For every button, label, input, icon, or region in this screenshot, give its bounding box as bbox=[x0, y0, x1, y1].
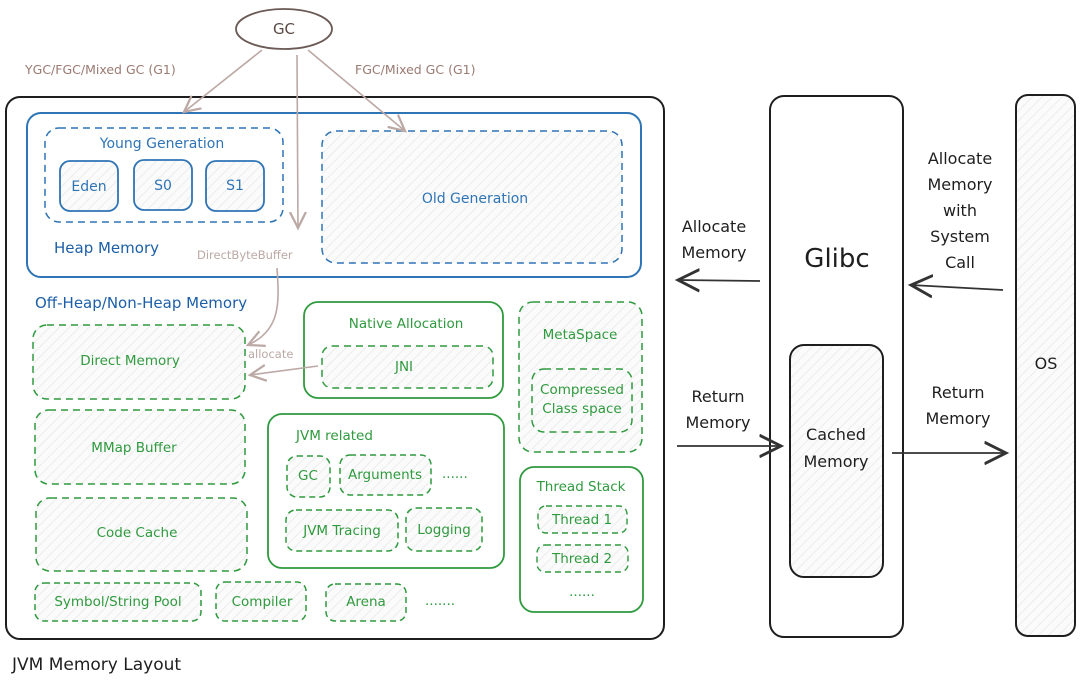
jni-label: JNI bbox=[394, 359, 413, 375]
thread-1-box bbox=[537, 505, 628, 534]
mmap-buffer-label: MMap Buffer bbox=[91, 440, 177, 456]
jvm-related-more: ...... bbox=[442, 466, 468, 482]
os-to-glibc-arrow bbox=[911, 285, 1004, 290]
native-allocation-label: Native Allocation bbox=[349, 316, 464, 332]
glibc-label: Glibc bbox=[804, 244, 869, 274]
jvm-related-label: JVM related bbox=[295, 428, 373, 444]
young-generation-box bbox=[44, 127, 284, 223]
gc-label: GC bbox=[273, 20, 295, 38]
jvm-tracing-box bbox=[285, 509, 399, 552]
jvm-to-glibc-label-1: Return bbox=[691, 387, 744, 406]
allocate-label: allocate bbox=[248, 347, 293, 361]
thread-2-label: Thread 2 bbox=[551, 551, 612, 567]
jni-to-direct-memory-arrow bbox=[250, 366, 319, 375]
class-space-label: Class space bbox=[542, 401, 621, 417]
thread-stack-label: Thread Stack bbox=[536, 479, 626, 495]
gc-right-edge-label: FGC/Mixed GC (G1) bbox=[355, 62, 475, 77]
bottom-row-more: ....... bbox=[425, 593, 455, 609]
arguments-box bbox=[339, 454, 432, 496]
os-box bbox=[1015, 94, 1076, 637]
gc-to-directbytebuffer-arrow bbox=[297, 54, 298, 228]
eden-label: Eden bbox=[71, 179, 106, 195]
arena-label: Arena bbox=[346, 594, 386, 610]
jvm-gc-label: GC bbox=[298, 468, 318, 484]
glibc-to-os-label-1: Return bbox=[931, 383, 984, 402]
compressed-class-space-box bbox=[531, 368, 633, 433]
direct-memory-box bbox=[32, 324, 246, 400]
cached-memory-label: Memory bbox=[803, 452, 868, 471]
old-generation-label: Old Generation bbox=[422, 191, 528, 207]
logging-label: Logging bbox=[417, 522, 471, 538]
compressed-label: Compressed bbox=[540, 382, 624, 398]
arena-box bbox=[325, 583, 407, 622]
jvm-to-glibc-label-2: Memory bbox=[685, 413, 750, 432]
os-to-glibc-label-1: Allocate bbox=[928, 149, 992, 168]
s1-label: S1 bbox=[226, 178, 244, 194]
compiler-label: Compiler bbox=[232, 594, 293, 610]
old-generation-box bbox=[321, 130, 623, 264]
glibc-to-jvm-label-2: Memory bbox=[681, 243, 746, 262]
s0-label: S0 bbox=[154, 178, 172, 194]
off-heap-label: Off-Heap/Non-Heap Memory bbox=[35, 294, 247, 312]
jvm-tracing-label: JVM Tracing bbox=[302, 523, 381, 539]
logging-box bbox=[405, 507, 483, 552]
gc-node bbox=[235, 8, 333, 50]
thread-2-box bbox=[536, 544, 629, 573]
glibc-to-jvm-arrow bbox=[678, 280, 761, 281]
cached-label: Cached bbox=[806, 425, 866, 444]
direct-memory-label: Direct Memory bbox=[80, 353, 180, 369]
gc-to-young-arrow bbox=[184, 49, 263, 112]
symbol-string-pool-label: Symbol/String Pool bbox=[54, 594, 181, 610]
eden-box bbox=[59, 160, 119, 212]
code-cache-box bbox=[35, 497, 248, 572]
os-to-glibc-label-3: with bbox=[943, 201, 977, 220]
os-to-glibc-label-4: System bbox=[930, 227, 990, 246]
arguments-label: Arguments bbox=[348, 467, 422, 483]
directbytebuffer-to-direct-memory-arrow bbox=[248, 267, 279, 345]
heap-memory-label: Heap Memory bbox=[54, 239, 159, 257]
os-to-glibc-label-5: Call bbox=[945, 253, 975, 272]
compiler-box bbox=[215, 581, 307, 622]
s0-box bbox=[133, 159, 193, 211]
gc-left-edge-label: YGC/FGC/Mixed GC (G1) bbox=[24, 62, 176, 77]
mmap-buffer-box bbox=[34, 409, 246, 485]
s1-box bbox=[205, 160, 265, 212]
diagram-title: JVM Memory Layout bbox=[11, 655, 181, 675]
jvm-gc-box bbox=[286, 455, 331, 498]
directbytebuffer-label: DirectByteBuffer bbox=[197, 248, 293, 262]
thread-stack-box bbox=[519, 466, 644, 613]
jni-box bbox=[321, 345, 494, 389]
thread-1-label: Thread 1 bbox=[551, 512, 612, 528]
cached-memory-box bbox=[789, 344, 884, 578]
gc-to-old-arrow bbox=[307, 49, 405, 131]
symbol-string-pool-box bbox=[34, 582, 202, 622]
code-cache-label: Code Cache bbox=[97, 525, 178, 541]
os-label: OS bbox=[1035, 354, 1058, 373]
os-to-glibc-label-2: Memory bbox=[927, 175, 992, 194]
glibc-to-jvm-label-1: Allocate bbox=[682, 217, 746, 236]
glibc-to-os-label-2: Memory bbox=[925, 409, 990, 428]
metaspace-label: MetaSpace bbox=[543, 327, 618, 343]
young-generation-label: Young Generation bbox=[99, 136, 224, 152]
thread-stack-more: ...... bbox=[569, 584, 595, 600]
